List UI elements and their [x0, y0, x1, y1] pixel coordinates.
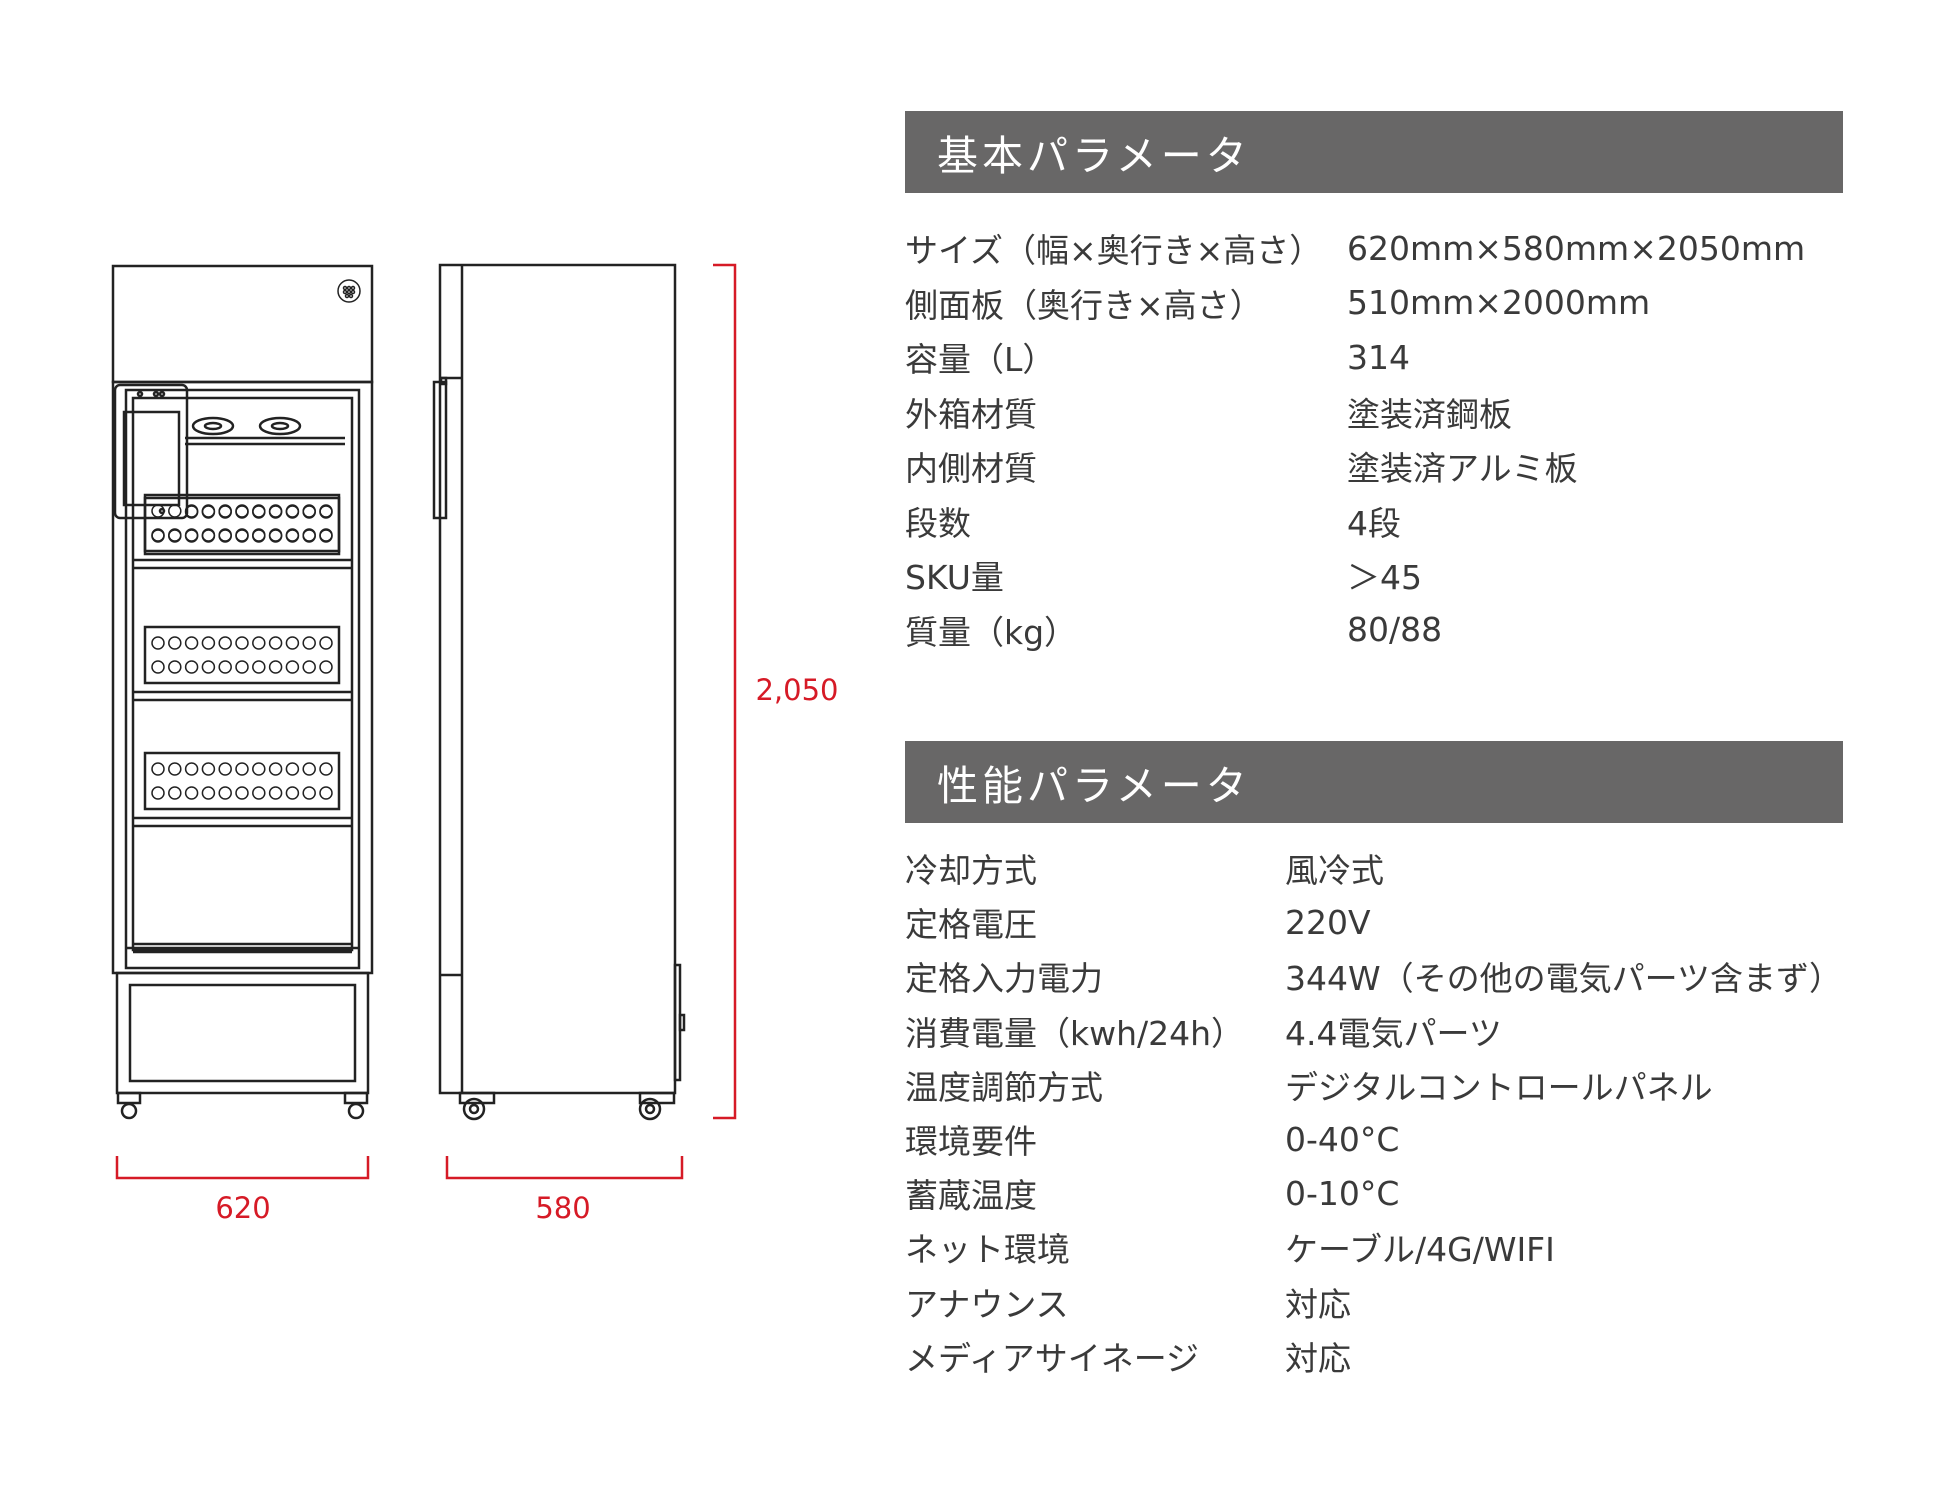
spec-label: 段数 [905, 503, 971, 543]
spec-value: 510mm×2000mm [1347, 283, 1651, 323]
spec-value: 0-40°C [1285, 1119, 1400, 1159]
spec-row: 温度調節方式 デジタルコントロールパネル [905, 1058, 1843, 1112]
performance-parameters-title: 性能パラメータ [905, 741, 1843, 823]
spec-row: 消費電量（kwh/24h） 4.4電気パーツ [905, 1004, 1843, 1058]
spec-label: 外箱材質 [905, 394, 1037, 434]
basic-parameters-list: サイズ（幅×奥行き×高さ） 620mm×580mm×2050mm 側面板（奥行き×高… [905, 221, 1843, 657]
spec-value: 314 [1347, 337, 1410, 377]
spec-label: 冷却方式 [905, 851, 1037, 891]
spec-row: SKU量 ＞45 [905, 548, 1843, 603]
performance-parameters-list: 冷却方式 風冷式定格電圧 220V 定格入力電力 344W（その他の電気パーツ含まず） 消… [905, 841, 1843, 1383]
front-view [111, 264, 374, 1120]
spec-row: 定格電圧 220V [905, 895, 1843, 949]
spec-label: 容量（L） [905, 340, 1056, 380]
spec-label: 消費電量（kwh/24h） [905, 1013, 1245, 1053]
dimension-lines [115, 263, 737, 1180]
product-tray [143, 625, 341, 685]
spec-label: 定格電圧 [905, 905, 1037, 945]
speaker-icon [337, 279, 361, 303]
spec-row: メディアサイネージ 対応 [905, 1329, 1843, 1383]
product-tray [143, 496, 341, 556]
spec-row: 冷却方式 風冷式 [905, 841, 1843, 895]
spec-value: 620mm×580mm×2050mm [1347, 228, 1806, 268]
spec-label: 環境要件 [905, 1122, 1037, 1162]
spec-value: 風冷式 [1285, 851, 1384, 891]
spec-value: 対応 [1285, 1338, 1351, 1378]
caster-icon [458, 1091, 676, 1121]
spec-label: サイズ（幅×奥行き×高さ） [905, 231, 1323, 271]
side-view [432, 263, 686, 1121]
spec-value: 80/88 [1347, 610, 1443, 650]
spec-value: 220V [1285, 902, 1371, 942]
cabinet-drawing: 2,050 620 580 [111, 263, 839, 1225]
spec-label: SKU量 [905, 558, 1004, 598]
spec-value: 4.4電気パーツ [1285, 1013, 1502, 1053]
spec-row: アナウンス 対応 [905, 1275, 1843, 1329]
spec-row: 容量（L） 314 [905, 330, 1843, 385]
spec-row: サイズ（幅×奥行き×高さ） 620mm×580mm×2050mm [905, 221, 1843, 276]
spec-value: 塗装済アルミ板 [1347, 449, 1578, 489]
spec-label: 蓄蔵温度 [905, 1176, 1037, 1216]
spec-value: 対応 [1285, 1284, 1351, 1324]
spec-value: ＞45 [1347, 558, 1422, 598]
spec-label: ネット環境 [905, 1230, 1070, 1270]
performance-parameters-section: 性能パラメータ 冷却方式 風冷式定格電圧 220V 定格入力電力 344W（その他の電気… [905, 741, 1843, 1383]
spec-value: ケーブル/4G/WIFI [1285, 1230, 1555, 1270]
tablet-screen [113, 383, 189, 520]
spec-label: 定格入力電力 [905, 959, 1103, 999]
shelves [133, 493, 352, 954]
spec-row: 質量（kg） 80/88 [905, 603, 1843, 658]
spec-label: 内側材質 [905, 449, 1037, 489]
spec-row: 段数 4段 [905, 494, 1843, 549]
fan-icon [191, 416, 302, 436]
spec-label: 質量（kg） [905, 612, 1078, 652]
spec-row: 蓄蔵温度 0-10°C [905, 1166, 1843, 1220]
spec-row: 側面板（奥行き×高さ） 510mm×2000mm [905, 276, 1843, 331]
spec-label: メディアサイネージ [905, 1338, 1200, 1378]
width-dimension-label: 620 [215, 1191, 270, 1225]
spec-label: 温度調節方式 [905, 1067, 1103, 1107]
basic-parameters-title: 基本パラメータ [905, 111, 1843, 193]
height-dimension-label: 2,050 [755, 673, 838, 707]
spec-value: 344W（その他の電気パーツ含まず） [1285, 959, 1842, 999]
spec-row: 内側材質 塗装済アルミ板 [905, 439, 1843, 494]
caster-icon [116, 1091, 369, 1120]
product-tray [143, 751, 341, 811]
spec-label: 側面板（奥行き×高さ） [905, 285, 1263, 325]
spec-row: 環境要件 0-40°C [905, 1112, 1843, 1166]
spec-value: デジタルコントロールパネル [1285, 1067, 1713, 1107]
spec-value: 塗装済鋼板 [1347, 394, 1512, 434]
spec-row: 外箱材質 塗装済鋼板 [905, 385, 1843, 440]
spec-row: 定格入力電力 344W（その他の電気パーツ含まず） [905, 949, 1843, 1003]
basic-parameters-section: 基本パラメータ サイズ（幅×奥行き×高さ） 620mm×580mm×2050mm 側… [905, 111, 1843, 657]
spec-row: ネット環境 ケーブル/4G/WIFI [905, 1220, 1843, 1274]
spec-value: 4段 [1347, 503, 1401, 543]
spec-label: アナウンス [905, 1284, 1069, 1324]
depth-dimension-label: 580 [535, 1191, 590, 1225]
spec-value: 0-10°C [1285, 1173, 1400, 1213]
